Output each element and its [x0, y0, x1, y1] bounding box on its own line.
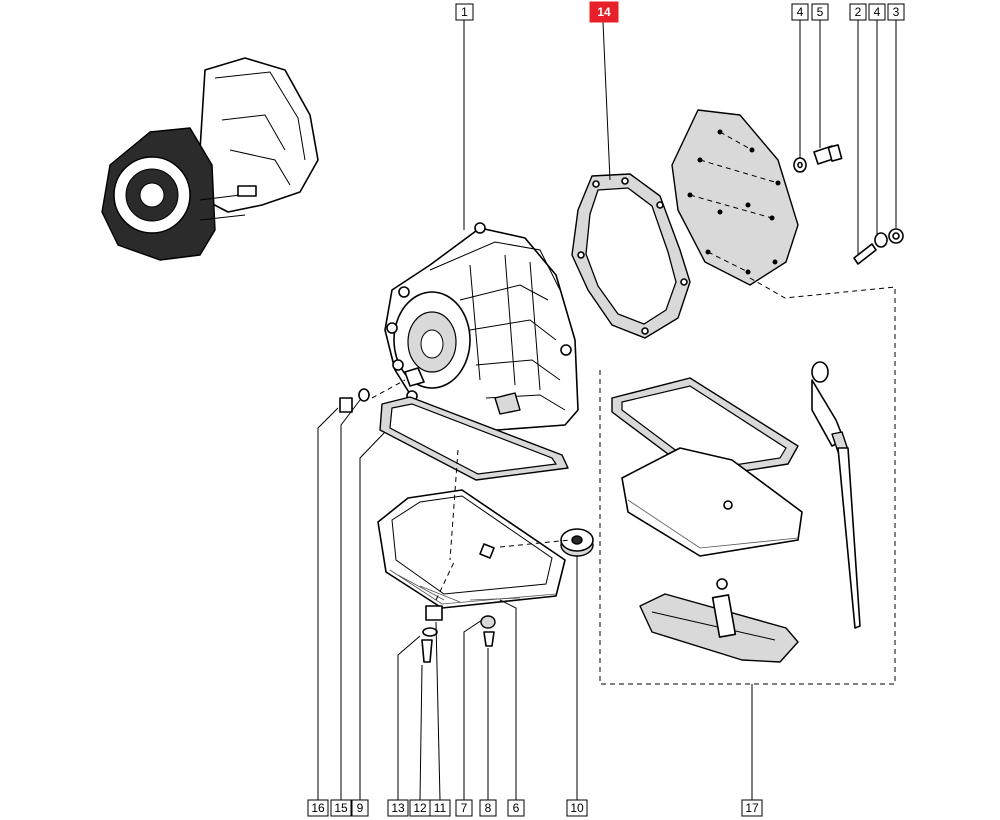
drain-plug-icon	[339, 388, 496, 663]
leader-lines	[317, 20, 897, 801]
callout-5: 5	[811, 3, 829, 21]
callout-8: 8	[479, 799, 497, 817]
oil-pan-gasket-icon	[611, 377, 799, 479]
callout-13: 13	[387, 799, 409, 817]
callout-label: 17	[745, 801, 759, 815]
callout-1: 1	[455, 3, 474, 21]
callout-3: 3	[887, 3, 905, 21]
callout-15: 15	[330, 799, 352, 817]
nut-icon	[874, 228, 904, 248]
bolt-icon	[813, 144, 843, 165]
callout-label: 4	[874, 5, 881, 19]
filter-strainer-icon	[639, 578, 799, 663]
callout-4b: 4	[868, 3, 886, 21]
oil-pan-icon	[377, 489, 566, 609]
callout-label: 4	[797, 5, 804, 19]
callout-label: 11	[434, 801, 447, 815]
callout-label: 16	[311, 801, 325, 815]
magnet-icon	[560, 528, 594, 557]
stud-icon	[853, 243, 877, 265]
callout-label: 13	[391, 801, 405, 815]
callout-label: 10	[570, 801, 584, 815]
dipstick-icon	[811, 361, 861, 629]
callout-label: 5	[817, 5, 824, 19]
callout-6: 6	[507, 799, 525, 817]
housing-gasket-icon	[571, 173, 691, 339]
callout-14: 14	[589, 1, 619, 23]
callout-label: 1	[461, 5, 468, 19]
callout-label: 7	[461, 801, 468, 815]
callout-17: 17	[741, 799, 763, 817]
oil-pan-gasket-icon	[379, 396, 569, 481]
callout-label: 8	[485, 801, 492, 815]
callout-12: 12	[409, 799, 431, 817]
callout-11: 11	[429, 799, 451, 817]
transmission-overview-icon	[101, 57, 319, 261]
callout-label: 9	[357, 801, 364, 815]
callout-16: 16	[307, 799, 329, 817]
callout-label: 15	[334, 801, 348, 815]
callout-9: 9	[351, 799, 369, 817]
oil-pan-icon	[621, 447, 803, 557]
dashed-guides	[371, 277, 896, 685]
callout-10: 10	[566, 799, 588, 817]
callout-4: 4	[791, 3, 809, 21]
callout-label: 2	[855, 5, 862, 19]
cover-plate-icon	[671, 109, 799, 286]
washer-icon	[793, 157, 807, 173]
callout-2: 2	[849, 3, 867, 21]
callout-label: 14	[597, 5, 611, 19]
callout-7: 7	[455, 799, 473, 817]
callout-label: 6	[513, 801, 520, 815]
callout-label: 12	[413, 801, 427, 815]
transmission-housing-icon	[384, 222, 579, 433]
callout-label: 3	[893, 5, 900, 19]
